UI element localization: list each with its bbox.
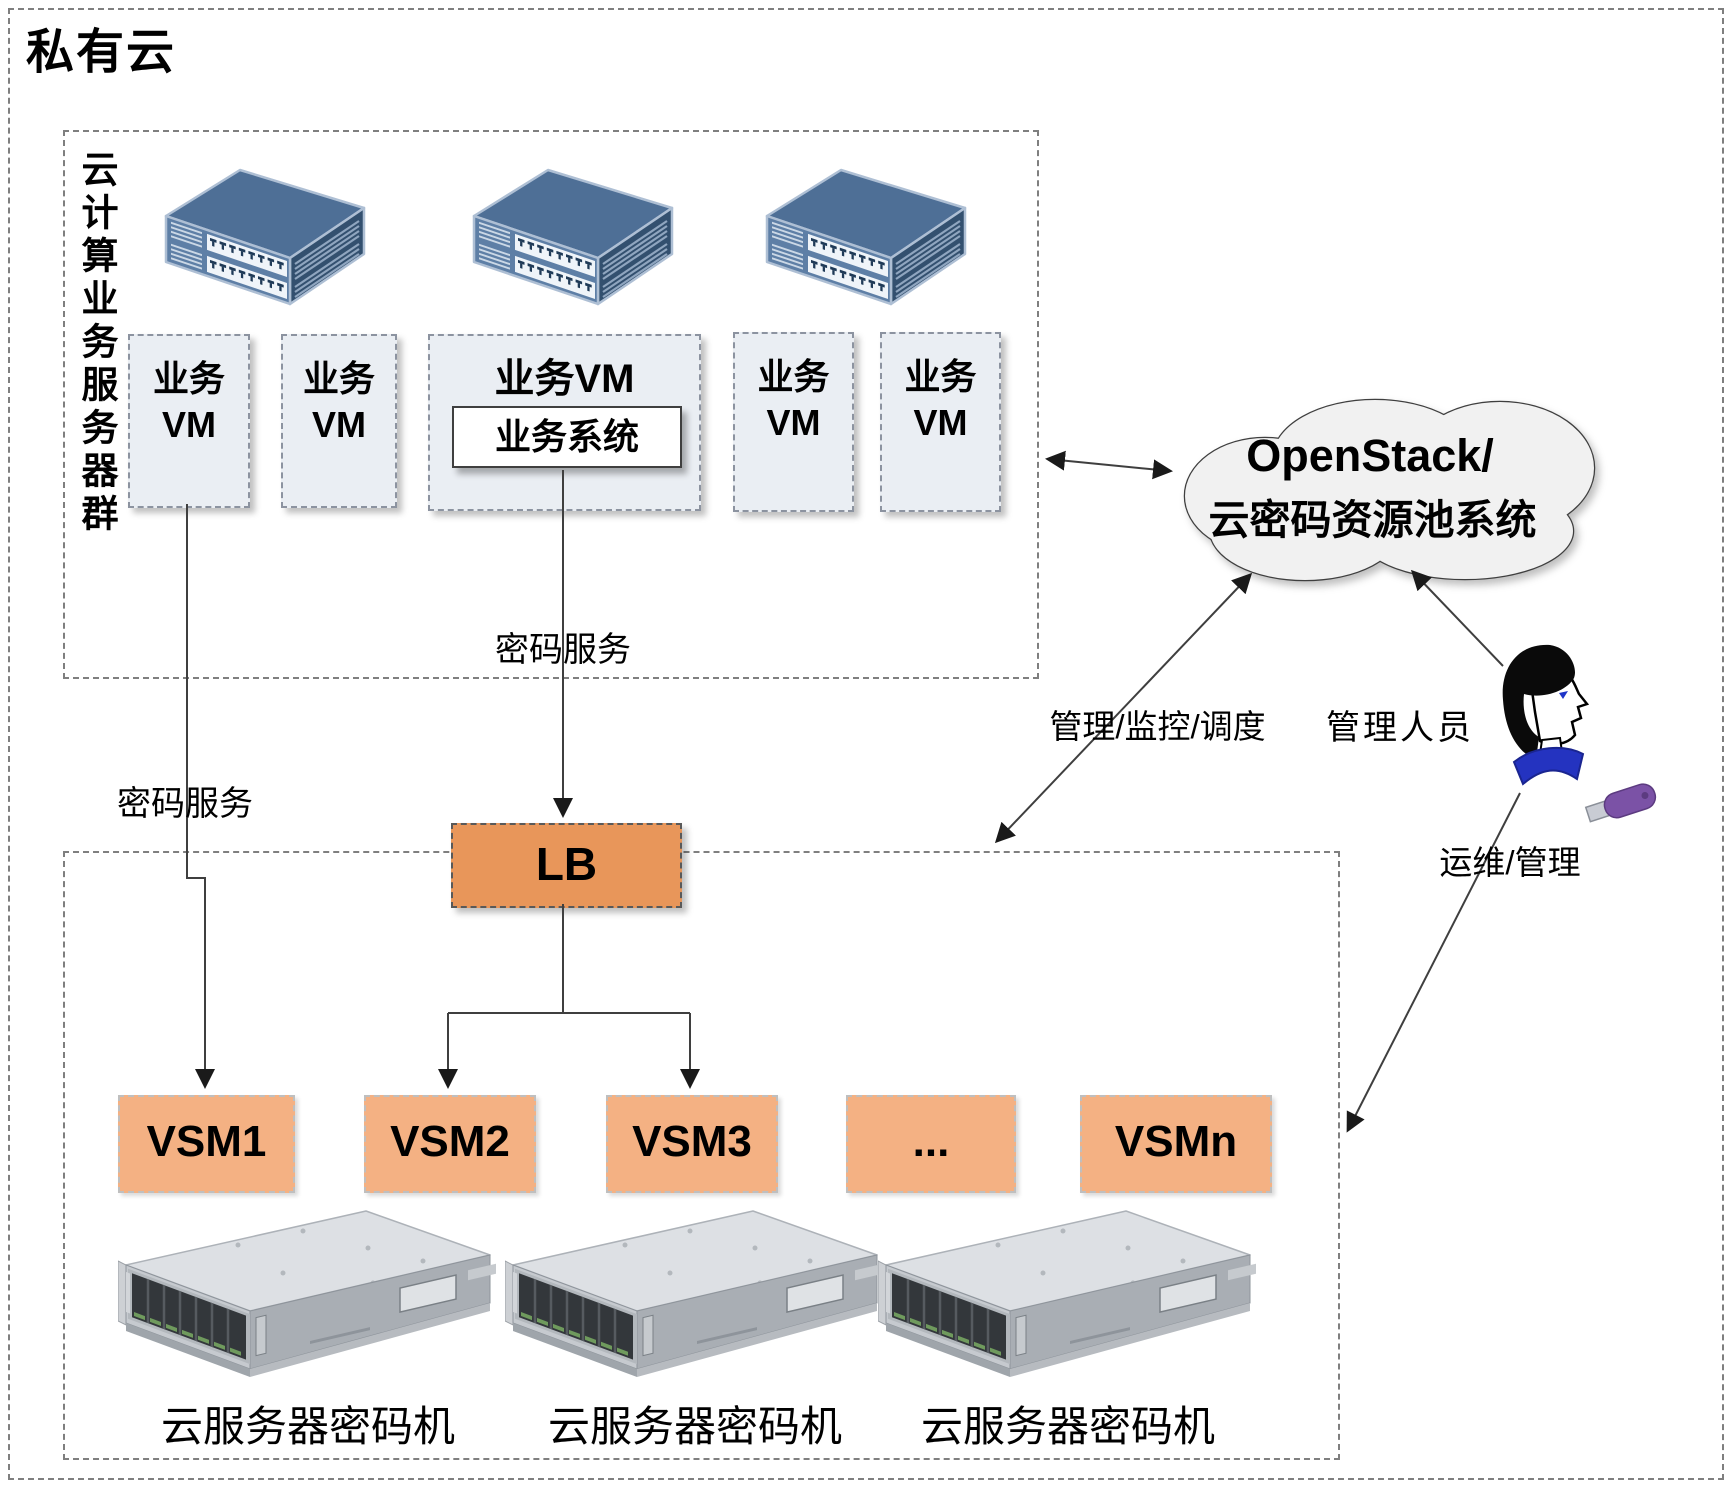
business-vm-box: 业务 VM — [128, 334, 250, 508]
vsm-box: VSM3 — [606, 1095, 778, 1193]
server-label: 云服务器密码机 — [160, 1403, 455, 1450]
cloud-title-line1: OpenStack/ — [1246, 430, 1494, 481]
vsm-box: VSM2 — [364, 1095, 536, 1193]
rack-server-icon — [505, 1203, 885, 1393]
server-cluster-group — [63, 130, 1039, 679]
vm-label: VM — [913, 402, 968, 443]
cloud-shape — [1183, 398, 1596, 582]
admin-person-icon — [1490, 642, 1600, 792]
vm-label: VM — [766, 402, 821, 443]
vm-label: VM — [312, 404, 366, 445]
server-label: 云服务器密码机 — [920, 1403, 1215, 1450]
vsm-box: VSMn — [1080, 1095, 1272, 1193]
crypto-service-label-left: 密码服务 — [117, 785, 253, 823]
crypto-resource-pool-group — [63, 851, 1340, 1460]
page-title: 私有云 — [26, 26, 177, 79]
business-vm-box: 业务 VM — [880, 332, 1001, 512]
crypto-service-label-top: 密码服务 — [495, 631, 631, 669]
vm-label: 业务 — [152, 358, 225, 399]
load-balancer-box: LB — [451, 823, 682, 908]
vm-label: 业务VM — [494, 357, 635, 401]
cloud-title-line2: 云密码资源池系统 — [1208, 497, 1537, 543]
rack-server-icon — [118, 1203, 498, 1393]
admin-person-label: 管理人员 — [1326, 709, 1474, 747]
vm-label: 业务 — [302, 358, 375, 399]
vm-label: 业务 — [904, 356, 977, 397]
vsm-ellipsis-box: ... — [846, 1095, 1016, 1193]
business-vm-wide-box: 业务VM 业务系统 — [428, 334, 701, 511]
network-switch-icon — [470, 158, 676, 306]
server-cluster-label: 云计算业务服务器群 — [76, 150, 117, 537]
usb-key-icon — [1580, 772, 1670, 832]
vm-label: VM — [162, 404, 216, 445]
vsm-box: VSM1 — [118, 1095, 295, 1193]
ops-manage-label: 运维/管理 — [1439, 844, 1581, 881]
network-switch-icon — [763, 158, 969, 306]
business-vm-box: 业务 VM — [281, 334, 397, 508]
business-system-box: 业务系统 — [452, 406, 682, 468]
private-cloud-boundary — [8, 8, 1724, 1480]
business-vm-box: 业务 VM — [733, 332, 854, 512]
server-label: 云服务器密码机 — [547, 1403, 842, 1450]
rack-server-icon — [878, 1203, 1258, 1393]
vm-label: 业务 — [757, 356, 830, 397]
network-switch-icon — [162, 158, 368, 306]
manage-monitor-schedule-label: 管理/监控/调度 — [1049, 708, 1266, 745]
